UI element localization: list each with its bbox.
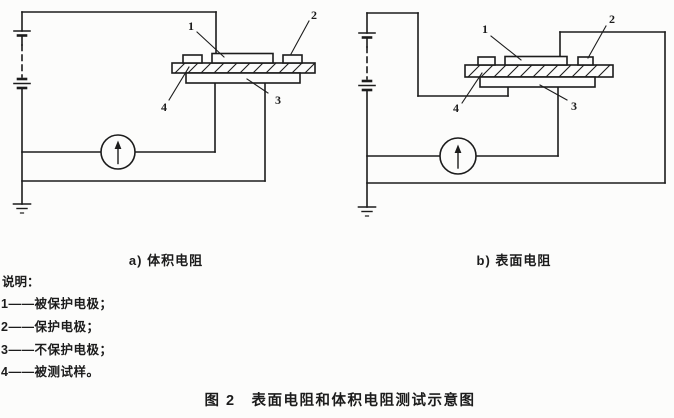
legend-item-3: 3——不保护电极；: [1, 343, 113, 357]
callouts-b: 1 2 3 4: [453, 12, 615, 115]
specimen-assembly: [171, 52, 316, 84]
guard-electrode-left: [477, 56, 496, 66]
guarded-electrode: [211, 52, 274, 64]
callout-1: 1: [188, 19, 194, 33]
callout-1: 1: [482, 22, 488, 36]
leader-line: [196, 31, 225, 58]
leader-line: [168, 66, 190, 101]
guarded-electrode: [504, 55, 568, 66]
diagram-a-label: a) 体积电阻: [128, 253, 204, 268]
circuit-canvas: 1 2 3 4: [12, 8, 666, 217]
callout-4: 4: [161, 100, 167, 114]
legend-item-2: 2——保护电极；: [1, 320, 100, 334]
battery-icon: [358, 32, 376, 92]
guard-electrode-right: [282, 54, 303, 64]
legend-item-4: 4——被测试样。: [1, 365, 100, 379]
ground-icon: [12, 203, 32, 214]
galvanometer-icon: [100, 134, 136, 170]
leader-line: [539, 84, 568, 101]
diagram-b: 1 2 3 4: [357, 12, 666, 217]
callout-3: 3: [275, 93, 281, 107]
unguarded-electrode-plate: [479, 76, 596, 88]
leader-line: [246, 78, 269, 94]
battery-icon: [13, 30, 31, 90]
leader-line: [587, 25, 607, 59]
callouts-a: 1 2 3 4: [161, 8, 317, 114]
hatch-pattern: [467, 64, 611, 78]
legend-item-1: 1——被保护电极；: [1, 297, 113, 311]
callout-2: 2: [609, 12, 615, 26]
guard-electrode-left: [182, 54, 203, 64]
legend-title: 说明：: [2, 275, 40, 289]
diagram-b-label: b) 表面电阻: [476, 253, 552, 268]
callout-4: 4: [453, 101, 459, 115]
diagram-a: 1 2 3 4: [12, 8, 317, 214]
hatch-pattern: [174, 62, 316, 74]
ground-icon: [357, 206, 377, 217]
specimen-assembly: [464, 55, 614, 88]
leader-line: [461, 72, 483, 104]
galvanometer-icon: [439, 137, 477, 175]
leader-line: [290, 20, 310, 55]
figure-caption: 图 2 表面电阻和体积电阻测试示意图: [204, 393, 476, 409]
callout-3: 3: [571, 99, 577, 113]
callout-2: 2: [311, 8, 317, 22]
leader-line: [490, 35, 522, 61]
guard-electrode-right: [577, 56, 594, 66]
unguarded-electrode-plate: [185, 72, 301, 84]
